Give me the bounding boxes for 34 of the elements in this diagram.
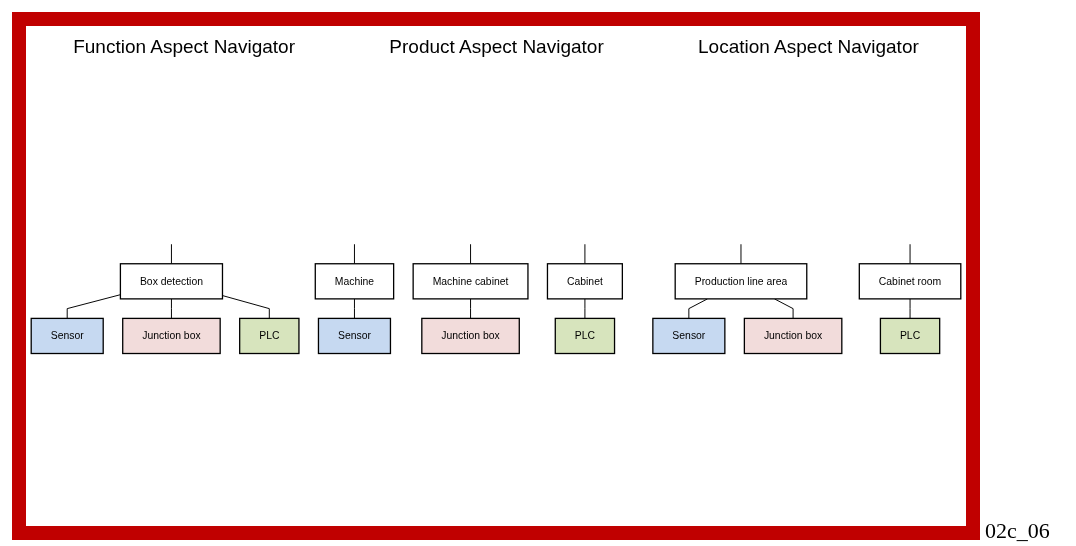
connector [353,243,355,265]
node-box: Box detection [119,263,224,300]
connector [774,298,794,319]
column-heading: Product Aspect Navigator [389,36,604,58]
connector [584,243,586,265]
connector [584,298,586,319]
node-box: Production line area [674,263,808,300]
column-heading: Location Aspect Navigator [698,36,919,58]
node-box: Sensor [30,317,104,355]
connector [740,243,742,265]
node-box: Cabinet [546,263,623,300]
node-box: PLC [554,317,616,355]
node-box: PLC [239,317,300,355]
connector [222,295,270,319]
node-box: Sensor [652,317,726,355]
column-heading: Function Aspect Navigator [73,36,295,58]
connector [470,243,472,265]
figure-code: 02c_06 [985,518,1050,544]
connector [909,298,911,319]
connector [909,243,911,265]
node-box: Machine cabinet [412,263,529,300]
node-box: Junction box [743,317,843,355]
connector [688,298,708,319]
connector [170,243,172,265]
connector [353,298,355,319]
connector [170,298,172,319]
node-box: PLC [879,317,941,355]
node-box: Cabinet room [858,263,962,300]
node-box: Sensor [317,317,392,355]
node-box: Machine [314,263,395,300]
node-box: Junction box [122,317,221,355]
connector [470,298,472,319]
node-box: Junction box [421,317,520,355]
connector [66,294,121,319]
